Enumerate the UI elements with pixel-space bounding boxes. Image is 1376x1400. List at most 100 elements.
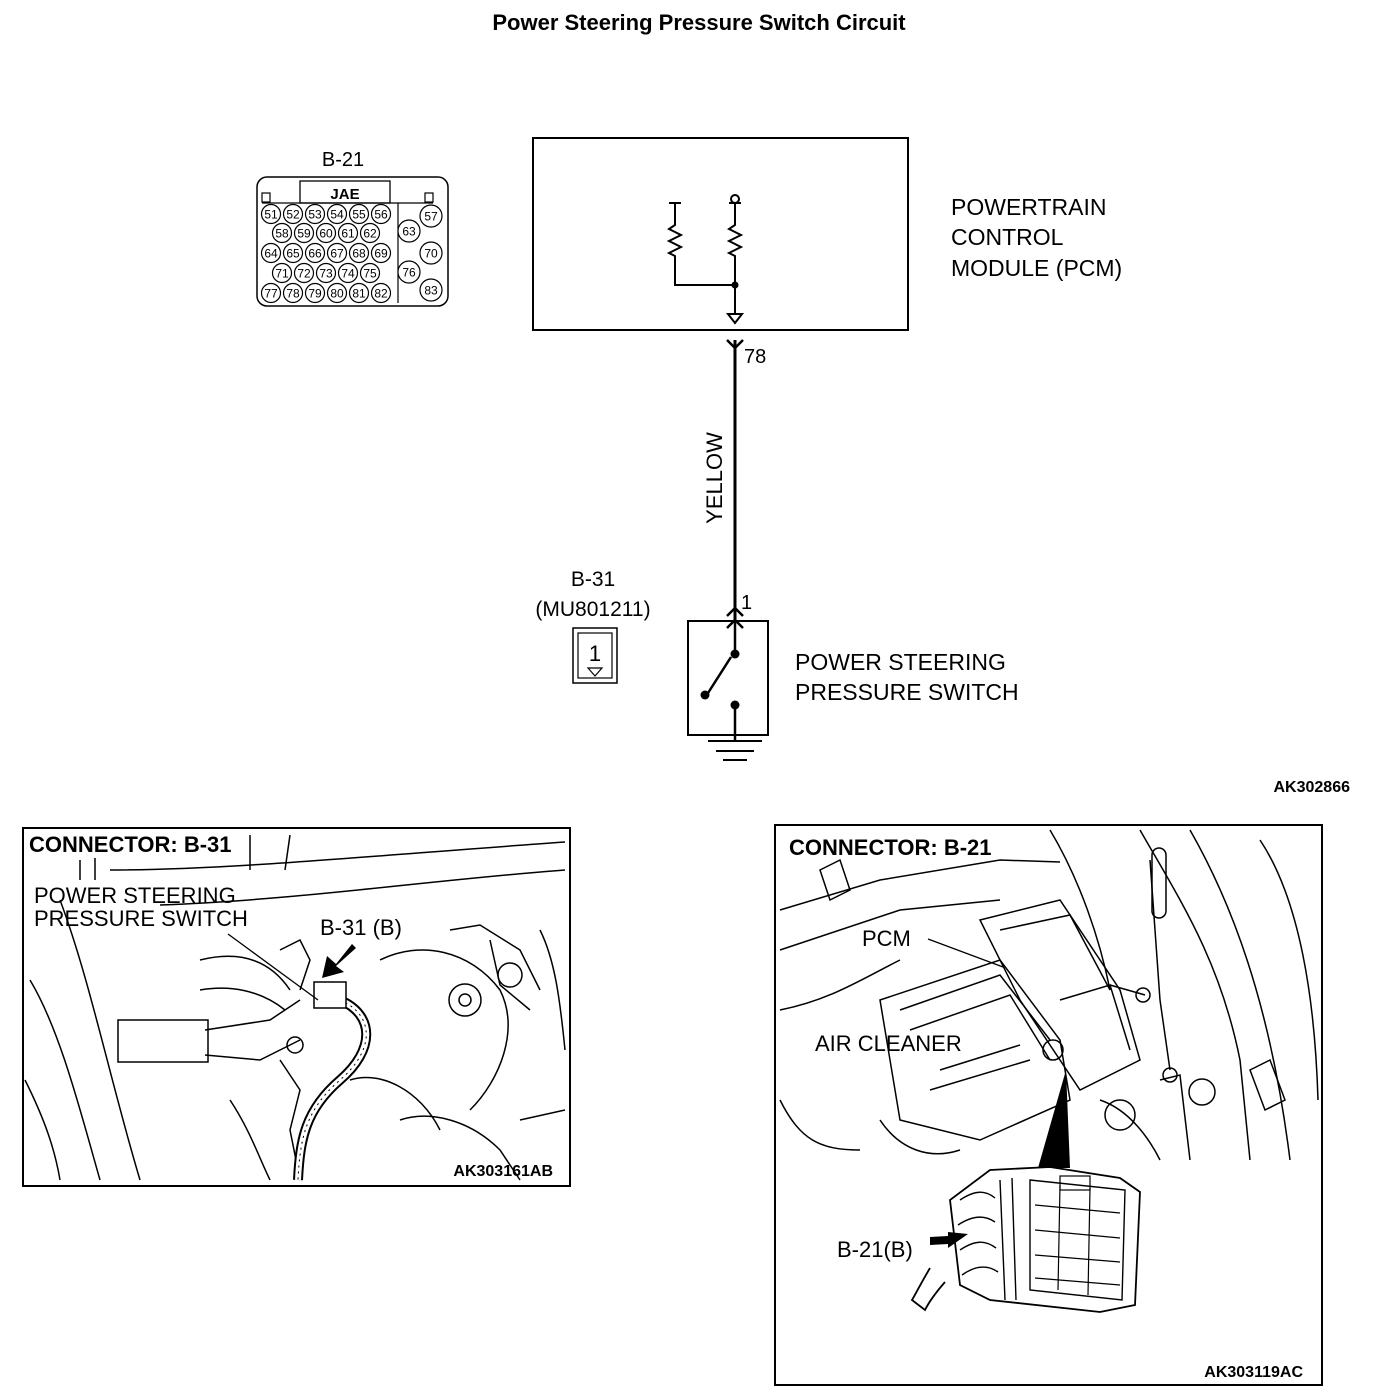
connector-pin-hole: [282, 203, 304, 225]
connector-pin-number: 56: [374, 208, 388, 222]
connector-pin-number: 55: [352, 208, 366, 222]
diagram-title: Power Steering Pressure Switch Circuit: [492, 10, 906, 35]
connector-b21-location-photo: [774, 824, 1323, 1386]
connector-pin-number: 53: [308, 208, 322, 222]
pcm-box: [532, 137, 909, 331]
connector-pin-number: 62: [363, 227, 377, 241]
connector-pin-hole: [326, 282, 348, 304]
connector-pin-hole: [370, 242, 392, 264]
connector-b31-location-photo: [22, 827, 571, 1187]
connector-pin-hole: [326, 242, 348, 264]
connector-pin-hole: [315, 222, 337, 244]
connector-pin-number: 63: [402, 225, 416, 239]
connector-pin-hole: [304, 282, 326, 304]
connector-pin-number: 59: [297, 227, 311, 241]
pcm-terminal-number: 78: [744, 346, 766, 368]
switch-label-line1: POWER STEERING: [795, 649, 1006, 675]
connector-b21-pins: 51 52 53 54 55 56 58 59 60 61 62 64 65 66 67 68 69 71 72 73…: [260, 203, 443, 304]
connector-pin-number: 83: [424, 284, 438, 298]
pcm-label-line2: CONTROL: [951, 224, 1064, 250]
connector-pin-number: 58: [275, 227, 289, 241]
connector-pin-hole: [348, 282, 370, 304]
connector-pin-hole: [337, 262, 359, 284]
photo-b21-arrow-label: B-21(B): [837, 1237, 913, 1262]
connector-pin-hole: [397, 260, 421, 284]
connector-b31-pin: 1: [589, 641, 601, 666]
engine-bay-illustration-b31: [24, 834, 566, 1181]
connector-pin-hole: [419, 278, 443, 302]
connector-pin-number: 66: [308, 247, 322, 261]
connector-pin-hole: [397, 219, 421, 243]
diagram-figure-id: AK302866: [1274, 779, 1351, 796]
connector-pin-number: 73: [319, 267, 333, 281]
pcm-label-line3: MODULE (PCM): [951, 255, 1122, 281]
connector-pin-number: 71: [275, 267, 289, 281]
connector-pin-number: 79: [308, 287, 322, 301]
connector-pin-hole: [348, 242, 370, 264]
connector-pin-hole: [260, 242, 282, 264]
connector-pin-number: 82: [374, 287, 388, 301]
connector-pin-hole: [282, 282, 304, 304]
connector-pin-number: 81: [352, 287, 366, 301]
connector-b31-label: B-31: [571, 568, 615, 591]
photo-b31-figure-id: AK303161AB: [453, 1163, 553, 1180]
connector-pin-hole: [326, 203, 348, 225]
connector-pin-number: 77: [264, 287, 278, 301]
connector-pin-number: 54: [330, 208, 344, 222]
photo-b31-arrow-label: B-31 (B): [320, 915, 402, 940]
connector-pin-hole: [370, 282, 392, 304]
connector-pin-number: 75: [363, 267, 377, 281]
connector-pin-number: 69: [374, 247, 388, 261]
connector-pin-number: 51: [264, 208, 278, 222]
connector-pin-hole: [271, 262, 293, 284]
connector-pin-hole: [315, 262, 337, 284]
connector-b31-face: [572, 627, 618, 684]
connector-pin-hole: [260, 282, 282, 304]
connector-pin-number: 78: [286, 287, 300, 301]
switch-label-line2: PRESSURE SWITCH: [795, 679, 1019, 705]
connector-pin-number: 60: [319, 227, 333, 241]
wire-color-label: YELLOW: [702, 432, 727, 524]
connector-pin-number: 57: [424, 210, 438, 224]
connector-pin-number: 70: [424, 247, 438, 261]
switch-terminal-number: 1: [741, 592, 752, 614]
connector-pin-hole: [271, 222, 293, 244]
connector-pin-number: 67: [330, 247, 344, 261]
photo-b31-header: CONNECTOR: B-31: [29, 832, 232, 857]
connector-pin-number: 64: [264, 247, 278, 261]
connector-pin-hole: [293, 262, 315, 284]
engine-bay-illustration-b21: [779, 829, 1319, 1161]
connector-pin-hole: [304, 203, 326, 225]
connector-pin-number: 52: [286, 208, 300, 222]
photo-b21-header: CONNECTOR: B-21: [789, 835, 992, 860]
connector-pin-hole: [282, 242, 304, 264]
connector-pin-hole: [337, 222, 359, 244]
pcm-label-line1: POWERTRAIN: [951, 194, 1106, 220]
connector-pin-hole: [304, 242, 326, 264]
connector-pin-number: 65: [286, 247, 300, 261]
connector-pin-number: 68: [352, 247, 366, 261]
connector-pin-hole: [260, 203, 282, 225]
photo-b21-air-cleaner-label: AIR CLEANER: [815, 1031, 962, 1056]
connector-pin-number: 80: [330, 287, 344, 301]
connector-pin-hole: [359, 262, 381, 284]
photo-b21-figure-id: AK303119AC: [1204, 1364, 1303, 1381]
connector-pin-number: 72: [297, 267, 311, 281]
pressure-switch: [687, 620, 769, 761]
connector-b31-part-number: (MU801211): [535, 598, 650, 621]
connector-pin-number: 74: [341, 267, 355, 281]
yellow-wire: [726, 339, 744, 629]
connector-pin-number: 61: [341, 227, 355, 241]
connector-pin-hole: [359, 222, 381, 244]
photo-b21-pcm-label: PCM: [862, 926, 911, 951]
connector-pin-hole: [370, 203, 392, 225]
connector-pin-hole: [419, 241, 443, 265]
connector-pin-number: 76: [402, 266, 416, 280]
photo-b31-callout-line1: POWER STEERING: [34, 883, 236, 908]
connector-pin-hole: [348, 203, 370, 225]
connector-b21-label: B-21: [322, 149, 364, 171]
connector-pin-hole: [293, 222, 315, 244]
connector-pin-hole: [419, 204, 443, 228]
